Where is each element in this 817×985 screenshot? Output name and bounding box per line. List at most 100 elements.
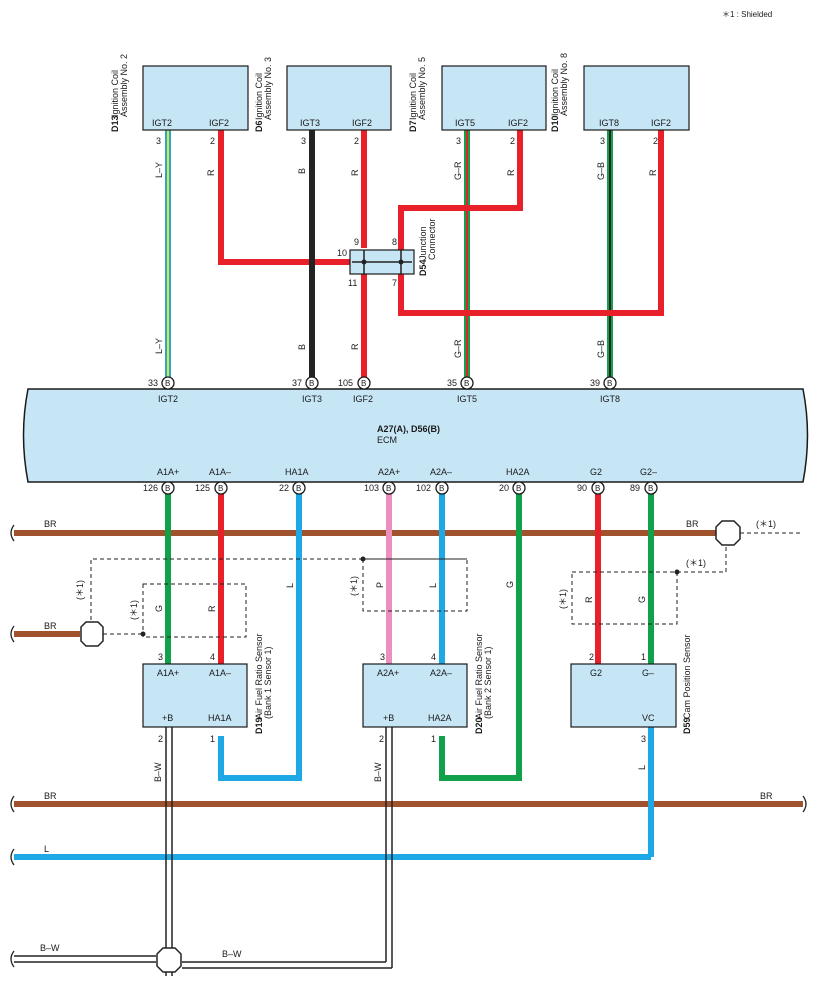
svg-text:G: G xyxy=(637,596,647,603)
svg-text:HA2A: HA2A xyxy=(506,467,530,477)
svg-text:8: 8 xyxy=(392,237,397,247)
svg-text:1: 1 xyxy=(210,734,215,744)
sensor-d20: A2A+ A2A– +B HA2A 3 4 2 1 D20 Air Fuel R… xyxy=(362,633,493,744)
svg-text:D54: D54 xyxy=(418,259,428,276)
svg-text:Assembly No. 8: Assembly No. 8 xyxy=(559,53,569,116)
svg-text:(＊1): (＊1) xyxy=(756,519,776,529)
svg-text:R: R xyxy=(350,343,360,350)
junction-connector-d54: 10 9 8 11 7 D54 Junction Connector xyxy=(337,218,437,288)
svg-text:3: 3 xyxy=(641,734,646,744)
svg-text:B: B xyxy=(218,484,223,493)
coil-d10: IGT8 IGF2 3 2 D10 Ignition Coil Assembly… xyxy=(550,53,690,358)
svg-text:Assembly No. 5: Assembly No. 5 xyxy=(417,57,427,120)
svg-text:D7: D7 xyxy=(408,120,418,132)
svg-text:2: 2 xyxy=(158,734,163,744)
svg-text:G: G xyxy=(154,605,164,612)
svg-text:IGF2: IGF2 xyxy=(209,118,229,128)
svg-text:R: R xyxy=(506,169,516,176)
svg-text:G: G xyxy=(505,581,515,588)
svg-text:3: 3 xyxy=(380,652,385,662)
ecm-bottom-pin-20: HA2A B 20 xyxy=(499,467,530,495)
svg-text:G–B: G–B xyxy=(596,162,606,180)
svg-text:IGF2: IGF2 xyxy=(353,394,373,404)
svg-text:A1A+: A1A+ xyxy=(157,668,179,678)
svg-text:(＊1): (＊1) xyxy=(75,580,85,600)
svg-text:Air Fuel Ratio Sensor: Air Fuel Ratio Sensor xyxy=(254,633,264,719)
svg-text:R: R xyxy=(584,596,594,603)
svg-text:B: B xyxy=(464,379,469,388)
svg-text:(Bank 1 Sensor 1): (Bank 1 Sensor 1) xyxy=(263,646,273,719)
svg-text:R: R xyxy=(648,169,658,176)
svg-text:Ignition Coil: Ignition Coil xyxy=(408,73,418,120)
svg-text:IGT3: IGT3 xyxy=(300,118,320,128)
ecm-top-pin-37: B 37 IGT3 xyxy=(292,376,322,404)
ecm-bottom-pin-89: G2– B 89 xyxy=(630,467,658,495)
svg-text:A2A–: A2A– xyxy=(430,668,452,678)
coil-d13: IGT2 IGF2 3 2 D13 Ignition Coil Assembly… xyxy=(110,54,249,354)
svg-text:B: B xyxy=(595,484,600,493)
svg-text:(＊1): (＊1) xyxy=(349,576,359,596)
svg-text:B: B xyxy=(648,484,653,493)
svg-text:G–B: G–B xyxy=(596,340,606,358)
splice-bw xyxy=(156,947,182,973)
svg-text:2: 2 xyxy=(510,136,515,146)
svg-text:D19: D19 xyxy=(254,717,264,734)
svg-text:B: B xyxy=(165,484,170,493)
svg-text:B: B xyxy=(309,379,314,388)
svg-text:3: 3 xyxy=(156,136,161,146)
svg-text:Junction: Junction xyxy=(418,226,428,260)
svg-text:HA1A: HA1A xyxy=(208,713,232,723)
shield-note: ＊1 : Shielded xyxy=(722,10,772,19)
svg-text:G2: G2 xyxy=(590,668,602,678)
svg-text:BR: BR xyxy=(760,791,773,801)
svg-text:35: 35 xyxy=(447,378,457,388)
svg-text:2: 2 xyxy=(379,734,384,744)
ecm-bottom-pin-126: A1A+ B 126 xyxy=(143,467,179,495)
svg-text:Cam Position Sensor: Cam Position Sensor xyxy=(682,634,692,719)
svg-text:G–R: G–R xyxy=(453,339,463,358)
svg-text:D20: D20 xyxy=(474,717,484,734)
svg-text:BR: BR xyxy=(686,519,699,529)
svg-text:2: 2 xyxy=(589,652,594,662)
svg-text:G–: G– xyxy=(642,668,654,678)
ecm-top-pin-105: B 105 IGF2 xyxy=(338,376,373,404)
svg-text:IGT2: IGT2 xyxy=(158,394,178,404)
svg-text:B: B xyxy=(297,168,307,174)
svg-text:1: 1 xyxy=(641,652,646,662)
svg-text:+B: +B xyxy=(162,713,173,723)
svg-text:ECM: ECM xyxy=(377,435,397,445)
ecm-top-pin-39: B 39 IGT8 xyxy=(590,376,620,404)
svg-text:A1A–: A1A– xyxy=(209,467,231,477)
svg-text:A27(A), D56(B): A27(A), D56(B) xyxy=(377,424,440,434)
svg-text:B: B xyxy=(296,484,301,493)
ecm-bottom-pin-90: G2 B 90 xyxy=(577,467,605,495)
svg-text:BR: BR xyxy=(44,791,57,801)
svg-text:L: L xyxy=(285,583,295,588)
svg-text:9: 9 xyxy=(354,237,359,247)
coil-d7: IGT5 IGF2 3 2 D7 Ignition Coil Assembly … xyxy=(408,57,547,358)
svg-text:L: L xyxy=(637,765,647,770)
svg-text:22: 22 xyxy=(279,483,289,493)
svg-text:R: R xyxy=(206,169,216,176)
svg-text:IGT5: IGT5 xyxy=(455,118,475,128)
svg-text:L: L xyxy=(428,583,438,588)
svg-text:4: 4 xyxy=(210,652,215,662)
svg-text:A1A+: A1A+ xyxy=(157,467,179,477)
svg-text:IGT8: IGT8 xyxy=(600,394,620,404)
svg-text:L: L xyxy=(44,844,49,854)
svg-text:D59: D59 xyxy=(682,717,692,734)
ecm-top-pin-33: B 33 IGT2 xyxy=(148,376,178,404)
svg-text:A2A+: A2A+ xyxy=(378,467,400,477)
svg-text:1: 1 xyxy=(431,734,436,744)
svg-text:105: 105 xyxy=(338,378,353,388)
svg-text:Ignition Coil: Ignition Coil xyxy=(110,70,120,117)
svg-text:2: 2 xyxy=(210,136,215,146)
svg-text:A2A+: A2A+ xyxy=(377,668,399,678)
svg-text:4: 4 xyxy=(431,652,436,662)
svg-text:(＊1): (＊1) xyxy=(558,589,568,609)
svg-text:20: 20 xyxy=(499,483,509,493)
coil-d6: IGT3 IGF2 3 2 D6 Ignition Coil Assembly … xyxy=(254,57,392,350)
svg-text:10: 10 xyxy=(337,248,347,258)
svg-text:IGT5: IGT5 xyxy=(457,394,477,404)
svg-text:7: 7 xyxy=(392,278,397,288)
